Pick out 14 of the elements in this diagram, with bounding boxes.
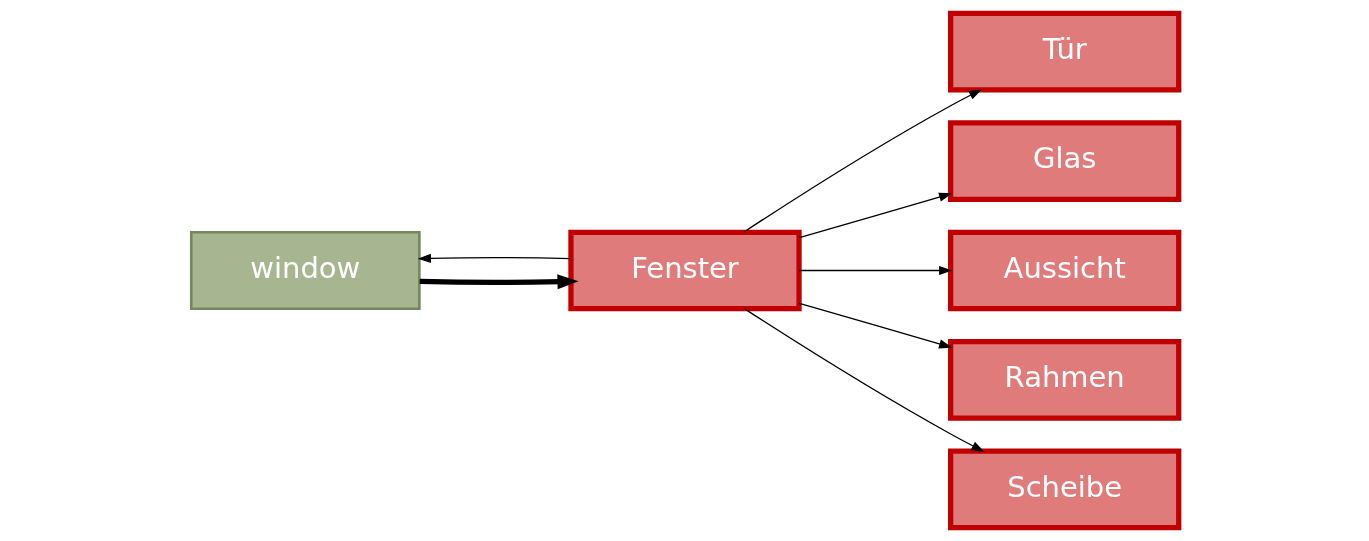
node-box: Glas xyxy=(947,120,1181,202)
node-box: Fenster xyxy=(567,229,802,312)
arrow xyxy=(417,253,571,263)
arrow xyxy=(419,274,579,290)
arrow xyxy=(798,302,952,349)
arrow xyxy=(798,192,952,239)
arrow xyxy=(743,308,985,452)
node-box: Aussicht xyxy=(947,229,1181,312)
arrow xyxy=(798,265,952,276)
arrow xyxy=(742,89,982,233)
node-box: Rahmen xyxy=(947,339,1181,421)
node-box: window xyxy=(189,230,421,311)
node-box: Scheibe xyxy=(947,448,1181,531)
node-box: Tür xyxy=(947,10,1181,93)
